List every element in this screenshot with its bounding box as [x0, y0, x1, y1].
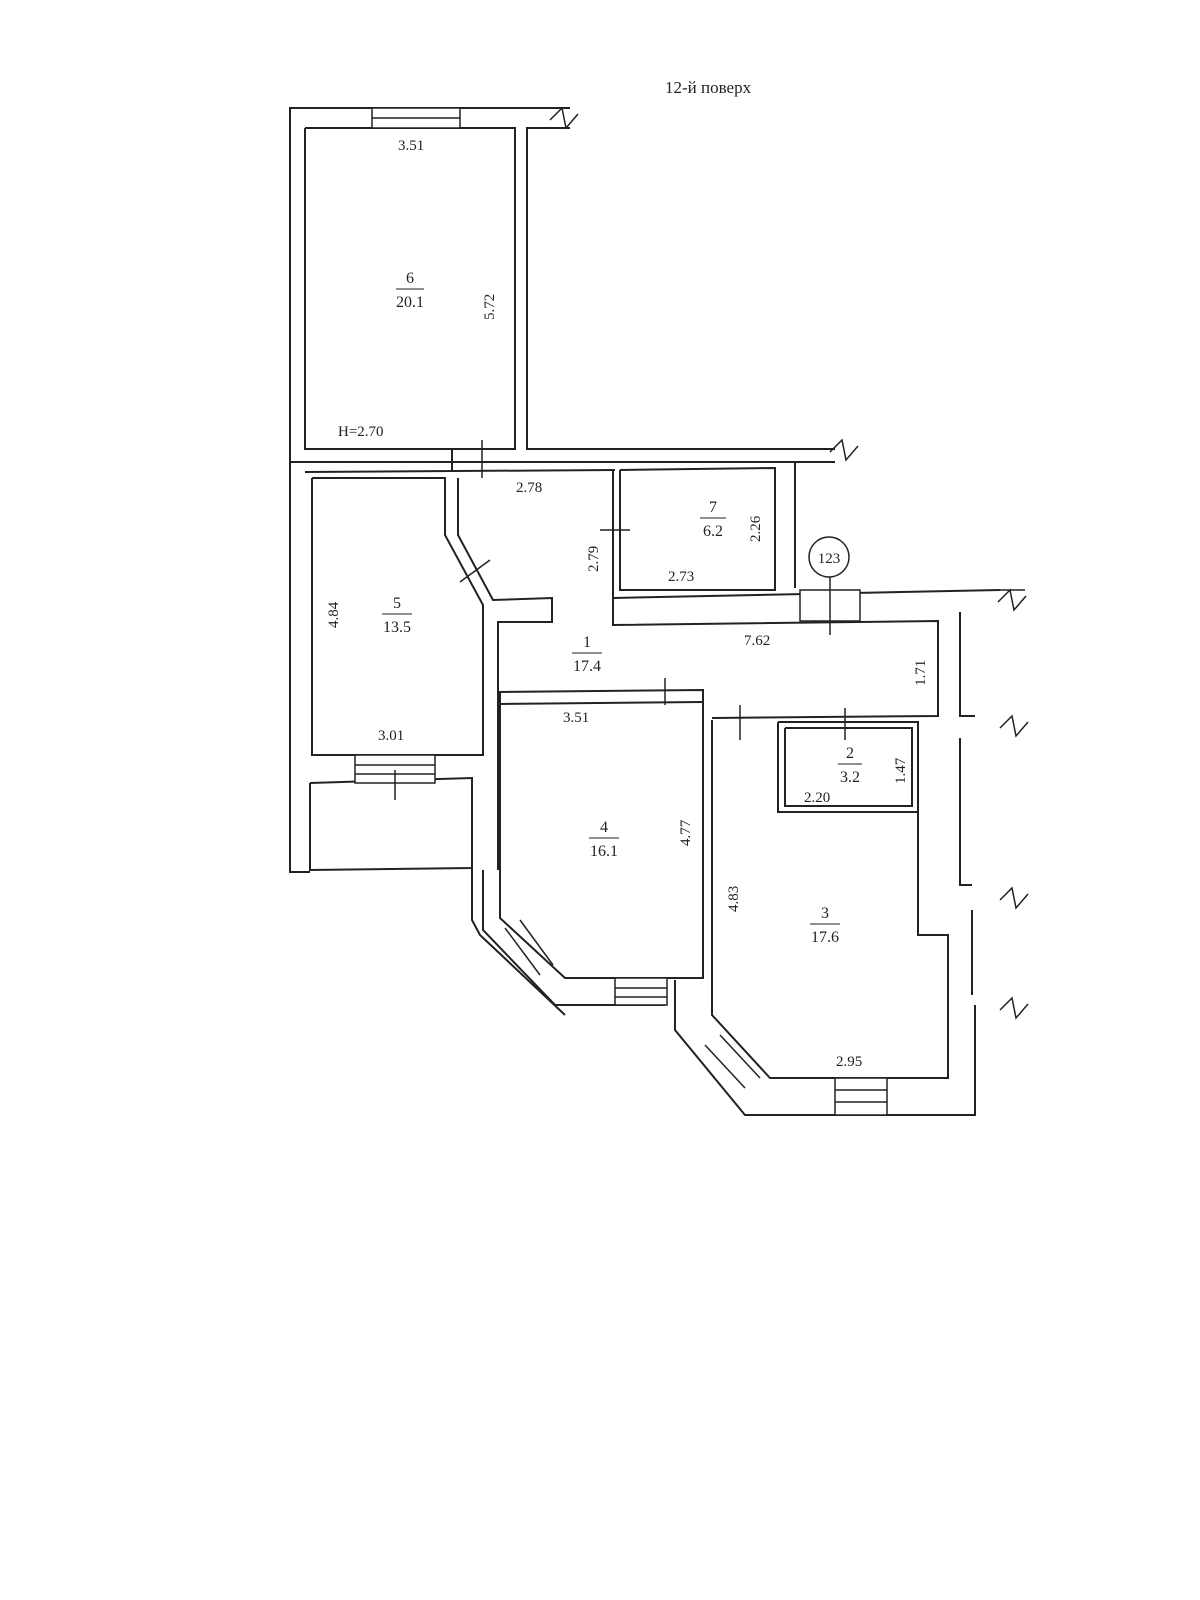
room-5-label: 5 13.5: [382, 595, 412, 636]
walls: [289, 107, 1025, 1116]
room-area: 17.4: [573, 658, 601, 675]
dim-room5-width: 3.01: [378, 728, 404, 744]
room-6-label: 6 20.1: [396, 270, 424, 311]
room-1-label: 1 17.4: [572, 634, 602, 675]
room-4-label: 4 16.1: [589, 819, 619, 860]
stair-marker: 123: [808, 536, 850, 578]
dim-room6-length: 5.72: [482, 294, 498, 320]
dim-room4-width: 3.51: [563, 710, 589, 726]
dim-room3-width: 2.95: [836, 1054, 862, 1070]
room-area: 3.2: [840, 769, 860, 786]
dim-corridor-width: 1.71: [913, 660, 929, 686]
dim-room4-length: 4.77: [678, 819, 694, 846]
room-number: 6: [406, 270, 414, 287]
dim-room5-length: 4.84: [326, 601, 342, 628]
room-3-label: 3 17.6: [810, 905, 840, 946]
dim-hall-left: 2.79: [586, 546, 602, 572]
room-number: 4: [600, 819, 608, 836]
room-2-label: 2 3.2: [838, 745, 862, 786]
room-number: 1: [583, 634, 591, 651]
room-area: 13.5: [383, 619, 411, 636]
room-number: 5: [393, 595, 401, 612]
room-number: 3: [821, 905, 829, 922]
dim-room3-length: 4.83: [726, 886, 742, 912]
dim-corridor-length: 7.62: [744, 633, 770, 649]
room-area: 20.1: [396, 294, 424, 311]
dim-room7-width: 2.73: [668, 569, 694, 585]
ceiling-height: H=2.70: [338, 424, 384, 440]
dim-room6-width: 3.51: [398, 138, 424, 154]
dim-room7-length: 2.26: [748, 515, 764, 542]
break-marks: [549, 106, 1029, 1020]
dimensions: 3.51 5.72 H=2.70 2.78 2.79 2.26 2.73 4.8…: [326, 138, 929, 1070]
room-7-label: 7 6.2: [700, 499, 726, 540]
room-area: 16.1: [590, 843, 618, 860]
stair-marker-label: 123: [818, 551, 841, 567]
dim-room2-length: 1.47: [893, 757, 909, 784]
room-area: 17.6: [811, 929, 839, 946]
room-area: 6.2: [703, 523, 723, 540]
windows: [354, 107, 888, 1116]
room-number: 7: [709, 499, 717, 516]
floor-title: 12-й поверх: [665, 78, 752, 97]
dim-room2-width: 2.20: [804, 790, 830, 806]
dim-hall-top: 2.78: [516, 480, 542, 496]
door-marks: [394, 440, 846, 800]
room-number: 2: [846, 745, 854, 762]
